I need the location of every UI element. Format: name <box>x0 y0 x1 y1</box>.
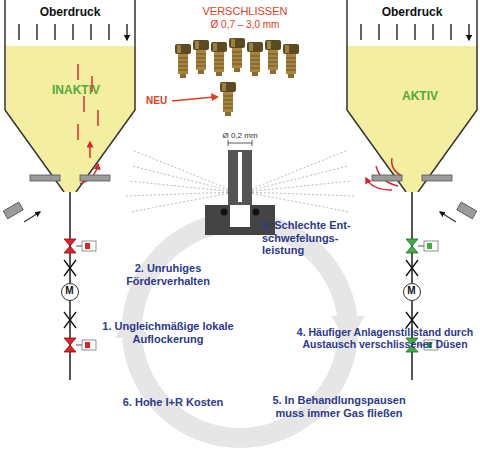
valve-red <box>82 340 96 350</box>
cycle-step: 5. In Behandlungspausen muss immer Gas f… <box>258 394 420 419</box>
cycle-step: 1. Ungleichmäßige lokale Auflockerung <box>98 320 238 345</box>
gas-inlet-arrow <box>24 212 40 222</box>
dimension-label: Ø 0,7 – 3,0 mm <box>185 19 305 31</box>
valve-green <box>424 241 438 251</box>
new-label: NEU <box>146 95 176 107</box>
valve-red <box>82 241 96 251</box>
flex-joint <box>64 260 418 328</box>
nozzle-section <box>238 152 242 202</box>
nozzle-photo <box>283 44 299 78</box>
valve-green <box>406 239 418 253</box>
state-label: AKTIV <box>402 90 472 104</box>
bulk-fill <box>5 46 135 192</box>
pipe-connector <box>411 192 413 283</box>
cycle-step: 4. Häufiger Anlagenstillstand durch Aust… <box>290 326 480 350</box>
cycle-step: 2. Unruhiges Förderverhalten <box>112 262 224 287</box>
flange <box>3 202 23 219</box>
valve-red <box>85 243 90 249</box>
gas-inlet-arrow <box>24 212 456 222</box>
valve-red <box>64 239 76 253</box>
nozzle-photo <box>175 38 299 116</box>
flange <box>457 202 477 219</box>
spray-line <box>126 150 354 212</box>
pressure-label: Oberdruck <box>4 6 136 20</box>
pressure-arrow <box>19 24 127 40</box>
pressure-arrow <box>361 24 469 40</box>
spray-line <box>244 150 354 212</box>
cycle-step: 3. Schlechte Ent- schwefelungs- leistung <box>262 219 380 257</box>
nozzle-photo <box>220 82 236 116</box>
nozzle-photo <box>247 42 263 76</box>
valve-green <box>427 243 432 249</box>
dimension-label: Ø 0,2 mm <box>212 131 268 140</box>
nozzle-photo <box>229 38 245 72</box>
valve-red <box>64 338 76 352</box>
wear-heading: VERSCHLISSEN <box>185 5 305 18</box>
valve-red <box>85 342 90 348</box>
cycle-step: 6. Hohe I+R Kosten <box>118 396 228 409</box>
nozzle-section <box>230 205 250 227</box>
nozzle-photo <box>265 40 281 74</box>
pointer-arrow <box>172 93 219 101</box>
pointer-arrow <box>172 97 214 101</box>
bulk-fill <box>347 46 477 192</box>
motor-symbol: M <box>403 283 421 301</box>
nozzle-section <box>228 140 252 146</box>
state-label: INAKTIV <box>52 84 132 98</box>
nozzle-photo <box>193 40 209 74</box>
motor-label: M <box>403 285 421 297</box>
pointer-arrow <box>211 93 219 101</box>
nozzle-section <box>228 150 252 208</box>
motor-label: M <box>61 285 79 297</box>
nozzle-section <box>253 209 260 216</box>
silo-wall <box>347 0 477 192</box>
gas-inlet-arrow <box>440 212 456 222</box>
pressure-label: Oberdruck <box>346 6 478 20</box>
nozzle-photo <box>211 42 227 76</box>
pipe-connector <box>69 192 71 283</box>
silo-wall <box>5 0 135 192</box>
spray-line <box>126 150 236 212</box>
silo-vessel: OberdruckAKTIV <box>346 0 478 192</box>
nozzle-section <box>221 209 228 216</box>
motor-symbol: M <box>61 283 79 301</box>
silo-vessel: OberdruckINAKTIV <box>4 0 136 192</box>
nozzle-photo <box>175 44 191 78</box>
